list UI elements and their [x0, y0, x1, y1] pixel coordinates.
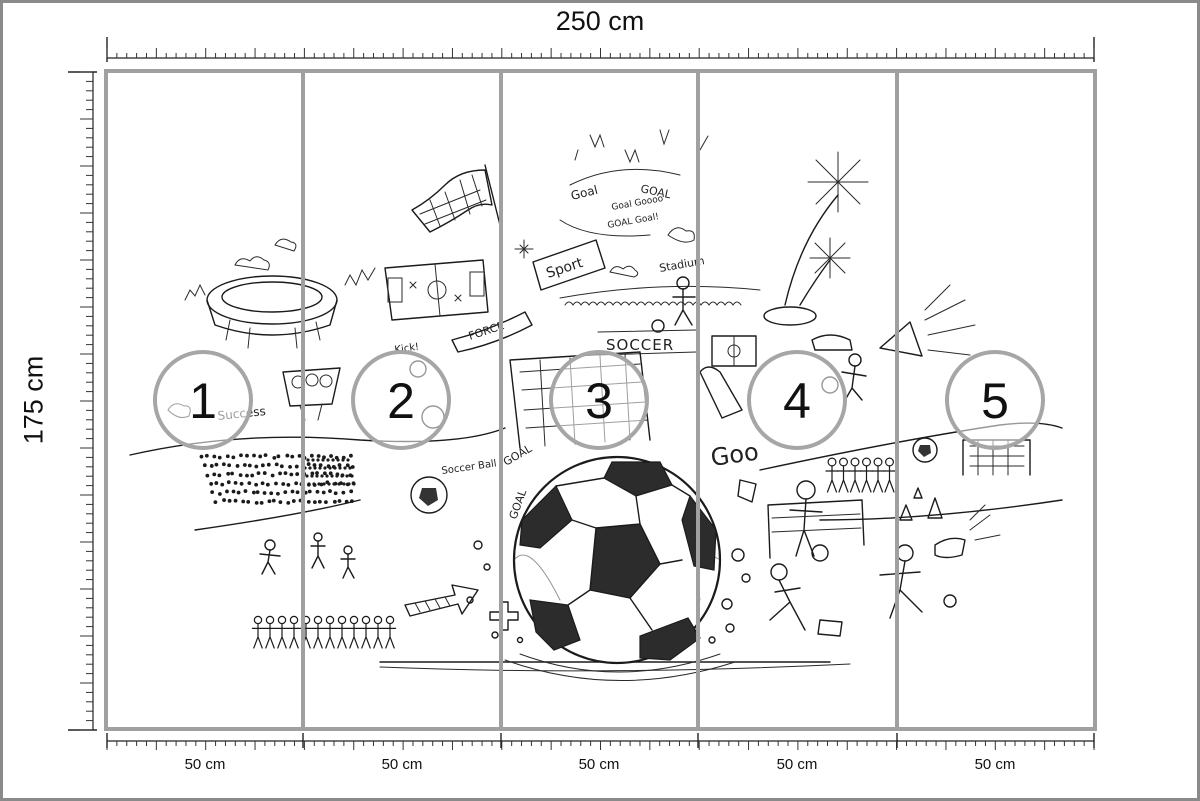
svg-text:GOAL: GOAL: [501, 442, 535, 469]
first-aid-icon: [489, 601, 519, 631]
soccer-ball-icon: [410, 476, 448, 514]
panel-number-5: 5: [945, 350, 1045, 450]
force-banner: FORCE: [451, 311, 533, 353]
ball-basket: [282, 367, 341, 421]
crowd-sketch: [564, 301, 742, 306]
arrow-icon: [404, 584, 479, 617]
soccer-ball-icon: [721, 598, 733, 610]
flag-icon: [411, 164, 501, 233]
small-balls: [466, 540, 751, 644]
soccer-ball-icon: [473, 540, 483, 550]
stick-figure: [859, 457, 874, 493]
panel-5-width-label: 50 cm: [974, 756, 1016, 773]
soccer-ball-icon: [708, 636, 716, 644]
svg-text:Soccer Ball: Soccer Ball: [441, 458, 497, 477]
soccer-banner-text: SOCCER: [606, 336, 674, 354]
svg-text:Sport: Sport: [544, 255, 585, 282]
cloud-icon: [274, 238, 297, 252]
stick-figure: [882, 457, 897, 493]
stick-figure: [263, 615, 277, 649]
boot-sketch: [811, 334, 853, 351]
stick-figure: [825, 457, 839, 493]
boot-sketch: [737, 479, 757, 503]
stick-figures: [259, 276, 923, 631]
stick-figure: [848, 457, 862, 493]
bench-sketch: [817, 619, 843, 637]
soccer-ball-icon: [912, 437, 938, 463]
crowd-line: [559, 285, 761, 299]
soccer-ball-icon: [483, 563, 491, 571]
stick-figure-row-left: [251, 615, 397, 649]
bottom-ruler: [106, 740, 1095, 750]
whistle-icon: [934, 504, 1001, 559]
bottom-panel-marks: [106, 733, 1095, 748]
svg-text:GOAL Goal!: GOAL Goal!: [607, 212, 660, 231]
cloud-icon: [234, 256, 270, 271]
stick-figure: [311, 615, 325, 649]
stick-figure: [251, 615, 265, 649]
panel-2-width-label: 50 cm: [381, 756, 423, 773]
svg-text:Goal: Goal: [569, 183, 599, 203]
left-ruler: [68, 71, 97, 731]
goal-swirl: [559, 168, 681, 237]
panel-4-width-label: 50 cm: [776, 756, 818, 773]
stick-figure: [359, 615, 373, 649]
stick-figure: [323, 615, 337, 649]
panel-1-width-label: 50 cm: [184, 756, 226, 773]
svg-text:3: 3: [585, 373, 613, 429]
svg-text:2: 2: [387, 373, 415, 429]
crowd-dots: [199, 453, 356, 505]
soccer-ball-icon: [491, 631, 499, 639]
svg-text:Goal Goooo: Goal Goooo: [611, 194, 665, 213]
field-line-left-2: [194, 499, 361, 531]
svg-text:GOAL: GOAL: [639, 182, 673, 201]
tactics-board: [711, 335, 757, 367]
cloud-icon: [667, 227, 695, 243]
panel-number-3: 3: [549, 350, 649, 450]
field-line-right-2: [819, 499, 1063, 521]
svg-text:Goo: Goo: [709, 438, 760, 472]
soccer-ball-icon: [741, 573, 751, 583]
panel-3-width-label: 50 cm: [578, 756, 620, 773]
panel-grid: [104, 69, 1097, 731]
svg-text:1: 1: [189, 373, 217, 429]
stick-figure-row-right: [825, 457, 897, 493]
soccer-ball-icon: [516, 636, 524, 644]
goal-net-icon: [767, 499, 865, 559]
svg-text:4: 4: [783, 373, 811, 429]
tactics-board: [384, 259, 489, 321]
firework-icon: [763, 151, 869, 326]
cloud-icon: [609, 265, 639, 278]
megaphone-icon: [879, 284, 976, 357]
stick-figure: [275, 615, 289, 649]
stick-figure: [347, 615, 361, 649]
panel-number-4: 4: [747, 350, 847, 450]
boot-sketch: [699, 366, 743, 419]
top-ruler: [106, 37, 1095, 62]
stick-figure: [371, 615, 385, 649]
panel-number-2: 2: [351, 350, 451, 450]
soccer-ball-icon: [504, 455, 736, 681]
total-width-label: 250 cm: [555, 6, 645, 36]
stick-figure: [335, 615, 349, 649]
cones: [899, 487, 943, 521]
stadium-icon: [184, 267, 376, 349]
panel-number-1: 1: [153, 350, 253, 450]
cheer-strokes: [574, 129, 709, 164]
soccer-ball-icon: [731, 548, 745, 562]
sport-sign: Sport: [514, 239, 606, 291]
soccer-ball-icon: [466, 596, 474, 604]
stick-figure: [383, 615, 397, 649]
stick-figure: [871, 457, 885, 493]
ground-line-2: [379, 663, 851, 672]
svg-text:5: 5: [981, 373, 1009, 429]
stick-figure: [287, 615, 301, 649]
stick-figure: [836, 457, 851, 493]
soccer-ball-icon: [725, 623, 735, 633]
